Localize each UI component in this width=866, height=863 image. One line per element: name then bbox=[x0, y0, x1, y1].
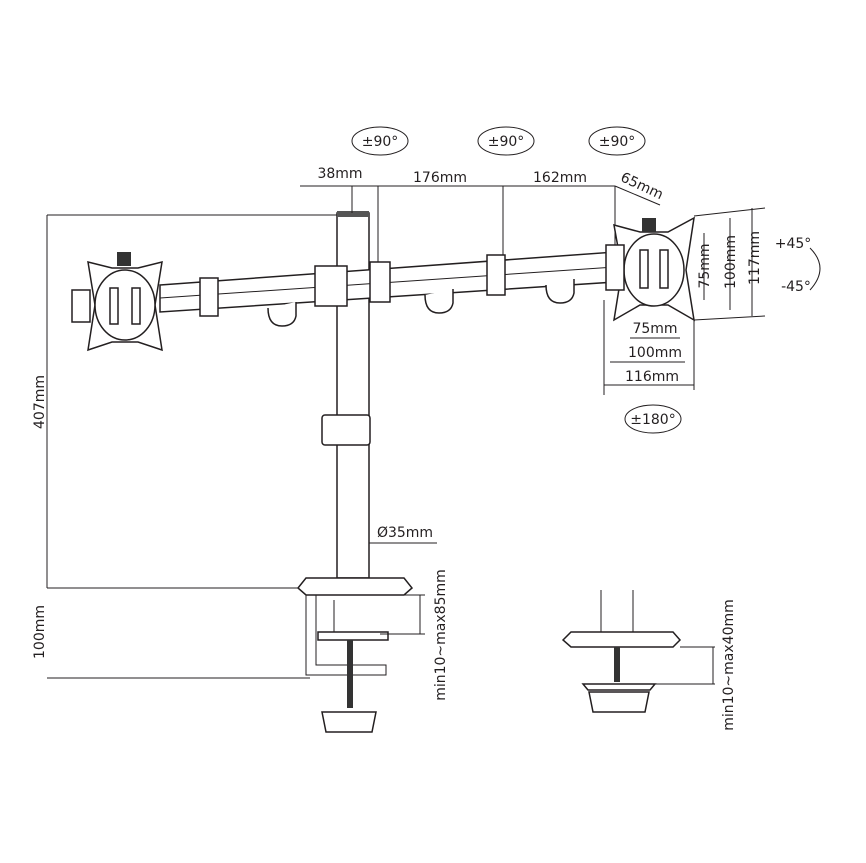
vesa-v117-label: 117mm bbox=[747, 231, 763, 285]
vesa-h75-label: 75mm bbox=[632, 321, 677, 337]
left-vesa-plate bbox=[71, 252, 163, 352]
rotation-indicators bbox=[351, 126, 682, 434]
tilt-down-label: -45° bbox=[781, 279, 811, 295]
vesa-h100-label: 100mm bbox=[628, 345, 682, 361]
right-vesa-plate bbox=[603, 207, 821, 395]
vesa-joint-label: 65mm bbox=[618, 170, 666, 204]
vesa-v75-label: 75mm bbox=[697, 243, 713, 288]
arm-segment-2-label: 162mm bbox=[533, 170, 587, 186]
arm-rotation-label-1: ±90° bbox=[362, 134, 399, 150]
clamp-range-label: min10~max85mm bbox=[433, 569, 449, 701]
grommet-range-label: min10~max40mm bbox=[721, 599, 737, 731]
vesa-v100-label: 100mm bbox=[723, 235, 739, 289]
arm-segment-1-label: 176mm bbox=[413, 170, 467, 186]
grommet-mount bbox=[561, 590, 715, 713]
arm bbox=[159, 185, 661, 327]
pole-height-label: 407mm bbox=[32, 375, 48, 429]
pole-height-dimension bbox=[46, 214, 337, 679]
arm-rotation-label-3: ±90° bbox=[599, 134, 636, 150]
tilt-up-label: +45° bbox=[775, 236, 812, 252]
pole-diameter-label: Ø35mm bbox=[377, 525, 433, 541]
arm-rotation-label-2: ±90° bbox=[488, 134, 525, 150]
vesa-rotation-label: ±180° bbox=[630, 412, 675, 428]
clamp-height-label: 100mm bbox=[32, 605, 48, 659]
pole-offset-label: 38mm bbox=[317, 166, 362, 182]
vesa-h116-label: 116mm bbox=[625, 369, 679, 385]
desk-clamp bbox=[296, 577, 425, 733]
